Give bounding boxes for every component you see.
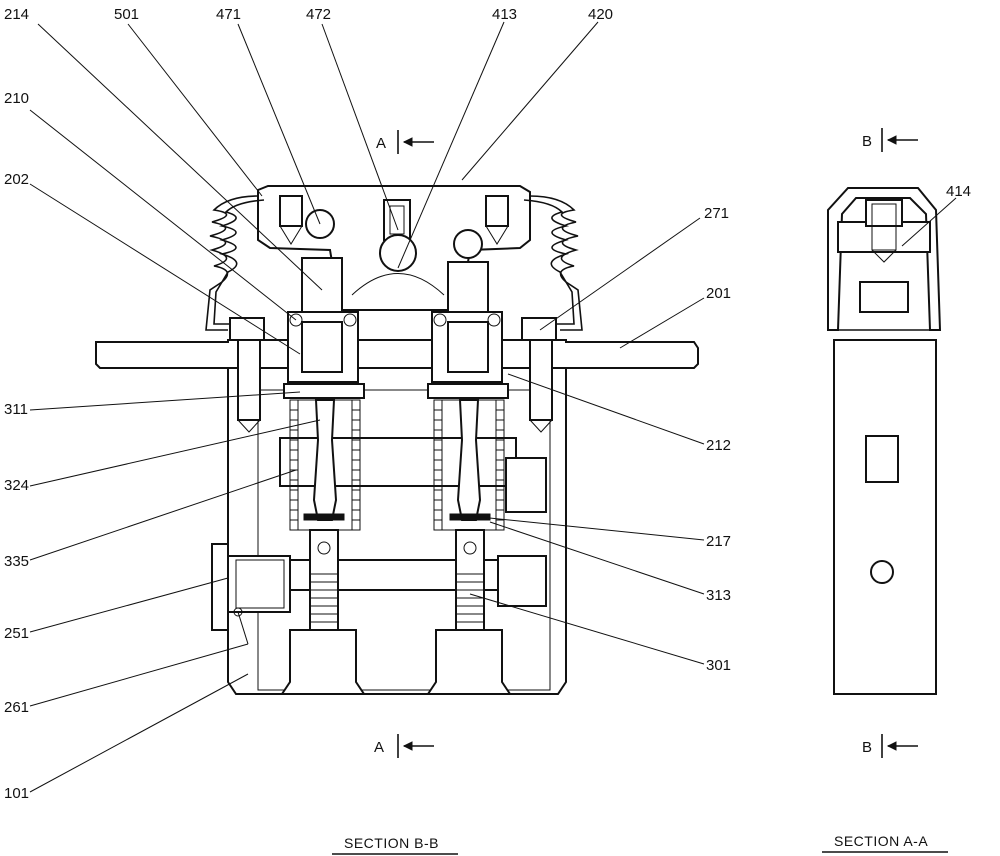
callout-420: 420 [588, 6, 613, 23]
callout-214: 214 [4, 6, 29, 23]
callout-201: 201 [706, 285, 731, 302]
leader-lines [29, 21, 957, 793]
callout-501: 501 [114, 6, 139, 23]
section-aa-drawing [827, 187, 942, 695]
section-mark-b-top: B [862, 133, 872, 150]
callout-251: 251 [4, 625, 29, 642]
callout-413: 413 [492, 6, 517, 23]
callout-261: 261 [4, 699, 29, 716]
section-cut-markers [397, 128, 918, 758]
section-letters: A A B B [374, 133, 872, 756]
callout-212: 212 [706, 437, 731, 454]
callout-101: 101 [4, 785, 29, 802]
callout-313: 313 [706, 587, 731, 604]
callout-202: 202 [4, 171, 29, 188]
callout-210: 210 [4, 90, 29, 107]
callout-414: 414 [946, 183, 971, 200]
callout-301: 301 [706, 657, 731, 674]
section-mark-b-bottom: B [862, 739, 872, 756]
title-section-aa: SECTION A-A [834, 833, 928, 849]
callout-217: 217 [706, 533, 731, 550]
callout-271: 271 [704, 205, 729, 222]
callout-311: 311 [4, 401, 28, 418]
callout-324: 324 [4, 477, 29, 494]
section-titles: SECTION B-B SECTION A-A [332, 833, 948, 855]
callout-472: 472 [306, 6, 331, 23]
section-bb-drawing [95, 185, 699, 695]
callout-labels: 214 501 471 472 413 420 210 202 271 201 … [4, 6, 971, 802]
section-mark-a-top: A [376, 135, 386, 152]
section-mark-a-bottom: A [374, 739, 384, 756]
callout-471: 471 [216, 6, 241, 23]
title-section-bb: SECTION B-B [344, 835, 439, 851]
callout-335: 335 [4, 553, 29, 570]
